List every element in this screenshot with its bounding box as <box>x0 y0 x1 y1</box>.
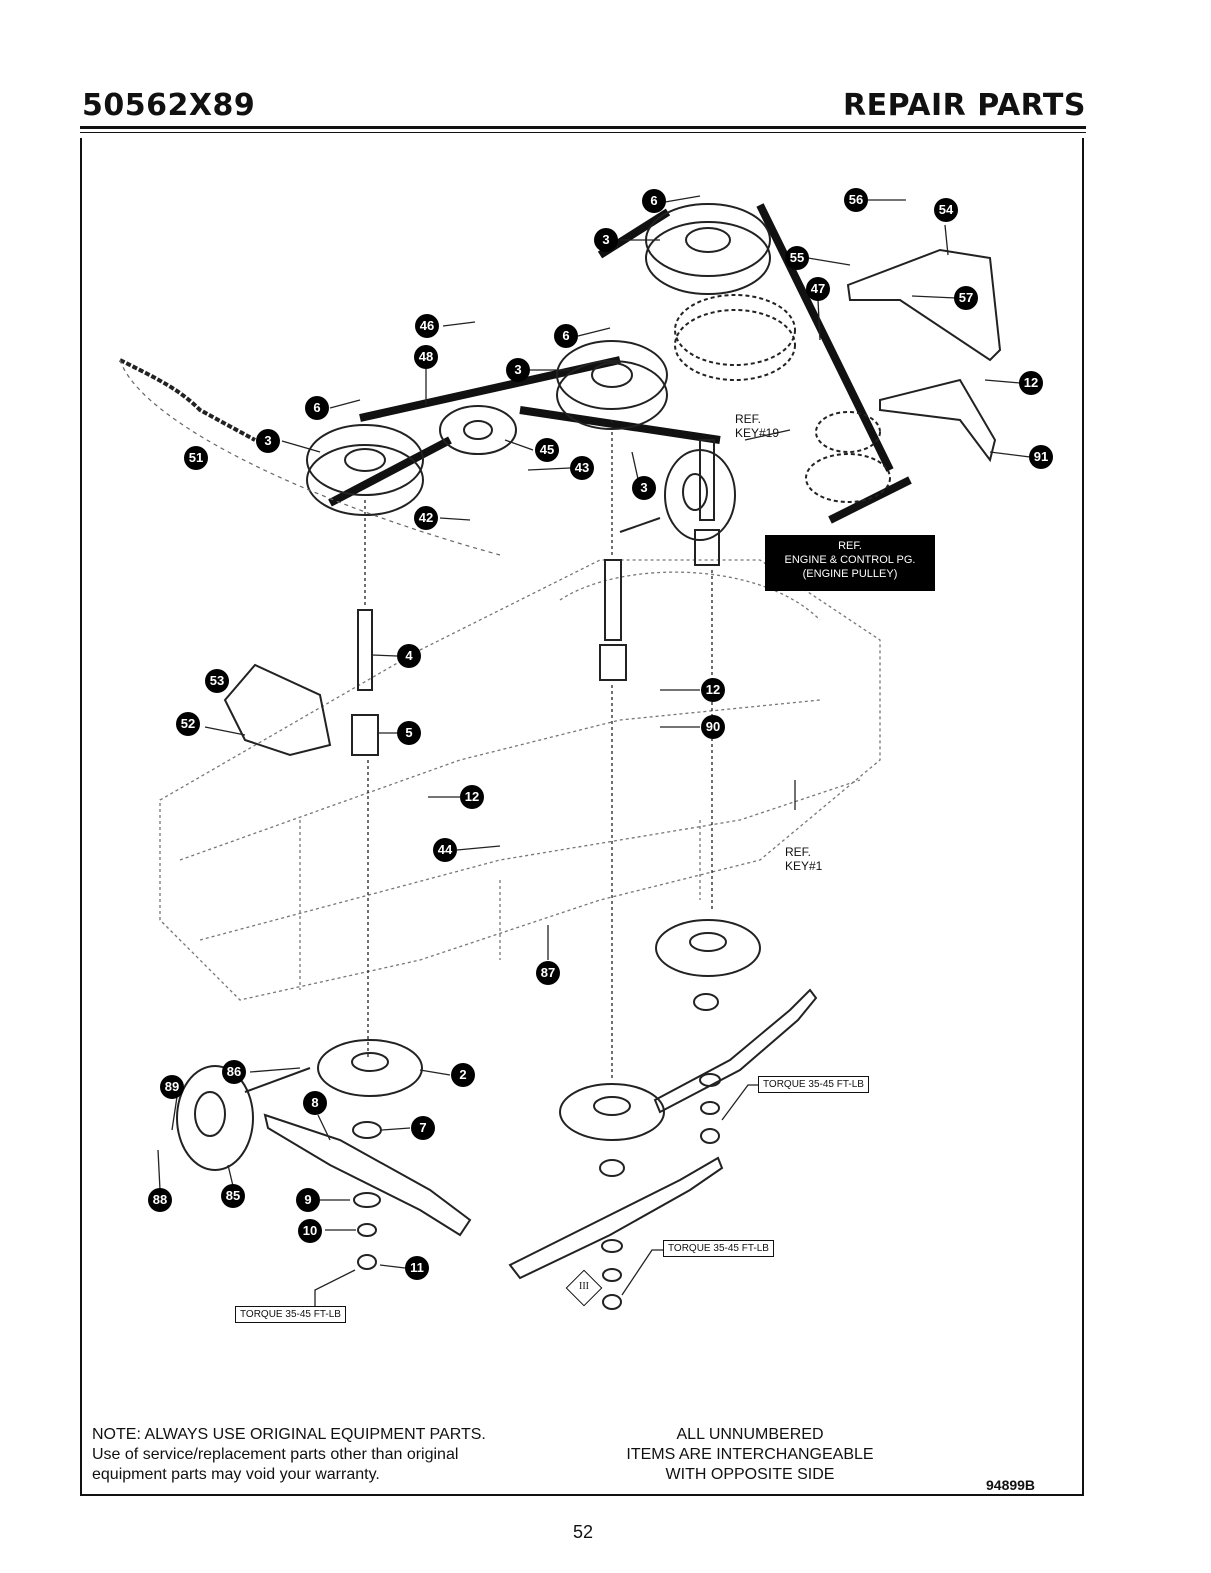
callout-12: 12 <box>1019 371 1043 395</box>
belt-guard-bracket <box>879 378 997 463</box>
note-left-line3: equipment parts may void your warranty. <box>92 1466 380 1483</box>
callout-2: 2 <box>451 1063 475 1087</box>
callout-54: 54 <box>934 198 958 222</box>
callout-55: 55 <box>785 246 809 270</box>
ref-key1: REF. KEY#1 <box>785 845 822 873</box>
blade-hardware-right <box>693 993 721 1144</box>
callout-8: 8 <box>303 1091 327 1115</box>
callout-89: 89 <box>160 1075 184 1099</box>
callout-86: 86 <box>222 1060 246 1084</box>
ref-engine-line3: (ENGINE PULLEY) <box>802 568 898 580</box>
note-center-line2: ITEMS ARE INTERCHANGEABLE <box>626 1446 874 1463</box>
callout-51: 51 <box>184 446 208 470</box>
ref-key19-line1: REF. <box>735 412 762 426</box>
callout-56: 56 <box>844 188 868 212</box>
callout-90: 90 <box>701 715 725 739</box>
callout-12: 12 <box>460 785 484 809</box>
page-number: 52 <box>573 1522 594 1542</box>
callout-87: 87 <box>536 961 560 985</box>
note-center-line1: ALL UNNUMBERED <box>676 1426 824 1443</box>
callout-44: 44 <box>433 838 457 862</box>
ref-key19-line2: KEY#19 <box>735 426 780 440</box>
callout-45: 45 <box>535 438 559 462</box>
header-rule-thick <box>80 126 1086 129</box>
blade-hardware-left <box>352 1121 382 1270</box>
diagram-frame <box>80 138 1084 1496</box>
callout-6: 6 <box>642 189 666 213</box>
spindle-housing-center <box>559 1083 665 1141</box>
spindle-housing-right <box>655 919 761 977</box>
callout-3: 3 <box>506 358 530 382</box>
idler-pulley <box>439 405 517 455</box>
callout-11: 11 <box>405 1256 429 1280</box>
blade-left <box>263 1113 472 1237</box>
spindle-housing-left <box>317 1039 423 1097</box>
gauge-wheel-left <box>176 1065 311 1171</box>
callout-3: 3 <box>632 476 656 500</box>
callout-9: 9 <box>296 1188 320 1212</box>
spindle-shield-left <box>223 663 332 757</box>
callout-48: 48 <box>414 345 438 369</box>
blade-hardware-center <box>599 1159 625 1310</box>
document-code: 94899B <box>986 1477 1036 1493</box>
diamond-symbol-label: III <box>579 1281 589 1292</box>
callout-57: 57 <box>954 286 978 310</box>
callout-leaders <box>157 195 1031 1306</box>
callout-5: 5 <box>397 721 421 745</box>
gauge-wheel-right <box>619 449 736 541</box>
torque-label-center: TORQUE 35-45 FT-LB <box>663 1240 774 1257</box>
ref-engine-box: REF. ENGINE & CONTROL PG. (ENGINE PULLEY… <box>765 535 935 591</box>
belt-guard <box>846 248 1002 362</box>
spindle-left <box>351 500 379 1060</box>
callout-42: 42 <box>414 506 438 530</box>
callout-46: 46 <box>415 314 439 338</box>
callout-47: 47 <box>806 277 830 301</box>
callout-3: 3 <box>594 228 618 252</box>
blade-center <box>508 1156 724 1280</box>
ref-engine-line1: REF. <box>838 540 862 552</box>
blade-right <box>653 988 818 1114</box>
clutch-pulley <box>805 411 891 503</box>
torque-label-right: TORQUE 35-45 FT-LB <box>758 1076 869 1093</box>
mower-deck-housing <box>159 559 881 1001</box>
note-left-line1: NOTE: ALWAYS USE ORIGINAL EQUIPMENT PART… <box>92 1426 486 1443</box>
torque-label-left: TORQUE 35-45 FT-LB <box>235 1306 346 1323</box>
note-center-line3: WITH OPPOSITE SIDE <box>665 1466 835 1483</box>
section-title: REPAIR PARTS <box>842 88 1086 123</box>
model-number: 50562X89 <box>82 88 256 123</box>
callout-85: 85 <box>221 1184 245 1208</box>
spindle-right <box>694 439 720 910</box>
header-rule-thin <box>80 132 1086 133</box>
callout-4: 4 <box>397 644 421 668</box>
note-interchangeable: ALL UNNUMBERED ITEMS ARE INTERCHANGEABLE… <box>600 1425 900 1485</box>
note-original-parts: NOTE: ALWAYS USE ORIGINAL EQUIPMENT PART… <box>92 1425 562 1485</box>
callout-3: 3 <box>256 429 280 453</box>
callout-91: 91 <box>1029 445 1053 469</box>
ref-key1-line1: REF. <box>785 845 812 859</box>
ref-engine-line2: ENGINE & CONTROL PG. <box>784 554 916 566</box>
note-left-line2: Use of service/replacement parts other t… <box>92 1446 459 1463</box>
callout-7: 7 <box>411 1116 435 1140</box>
callout-43: 43 <box>570 456 594 480</box>
ref-key19: REF. KEY#19 <box>735 412 779 440</box>
spindle-center <box>599 420 627 1080</box>
callout-12: 12 <box>701 678 725 702</box>
callout-6: 6 <box>554 324 578 348</box>
callout-6: 6 <box>305 396 329 420</box>
callout-53: 53 <box>205 669 229 693</box>
callout-10: 10 <box>298 1219 322 1243</box>
engine-pulley <box>674 294 796 381</box>
extension-spring <box>119 358 256 442</box>
callout-52: 52 <box>176 712 200 736</box>
callout-88: 88 <box>148 1188 172 1212</box>
ref-key1-line2: KEY#1 <box>785 859 823 873</box>
